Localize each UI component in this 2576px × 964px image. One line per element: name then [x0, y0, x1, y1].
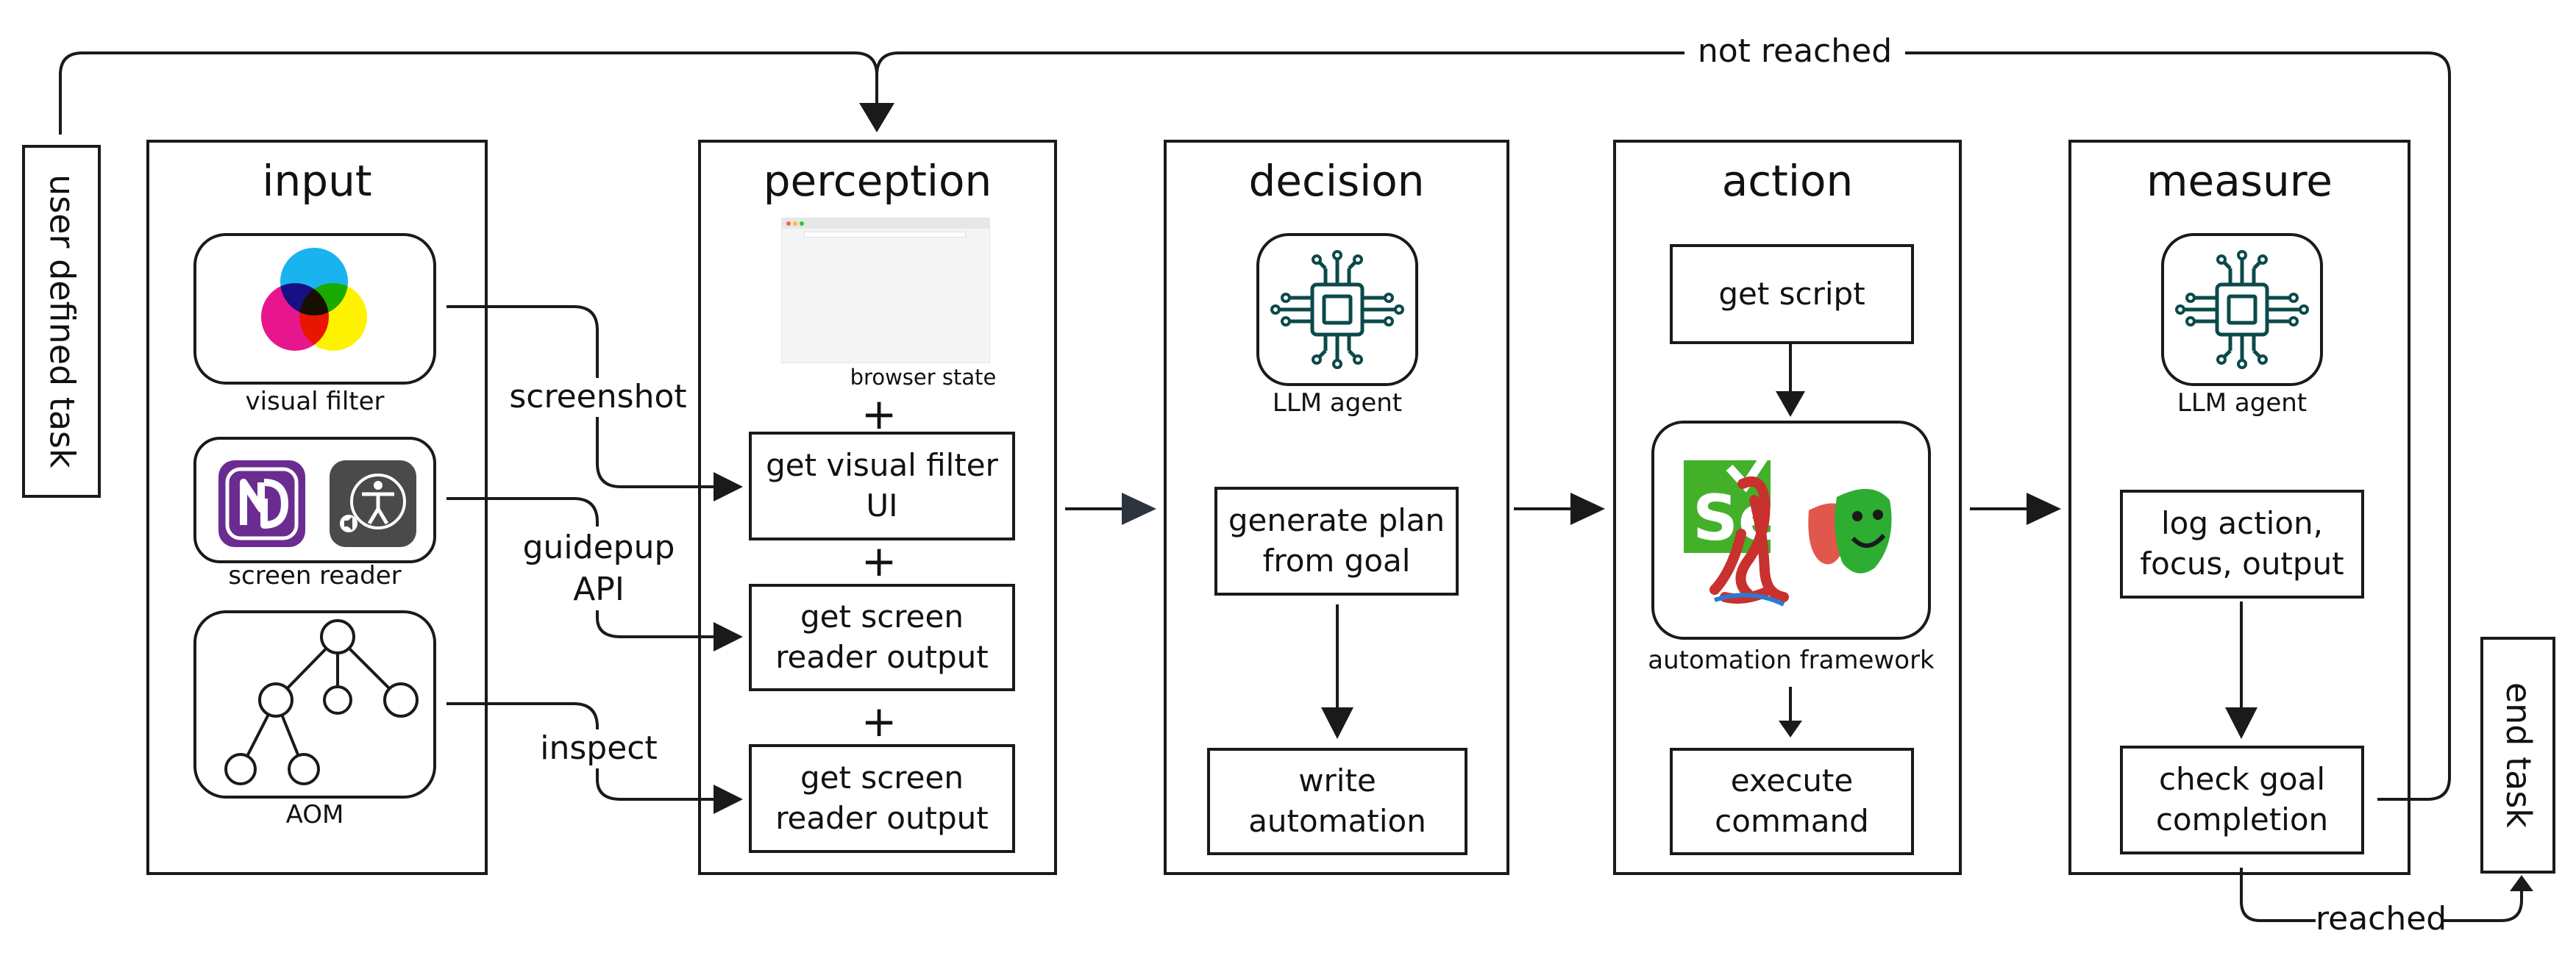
execute-command-step: execute command [1670, 748, 1914, 855]
loop-not-reached [875, 51, 2451, 801]
measure-title: measure [2146, 156, 2333, 206]
perception-panel: perception [698, 140, 1057, 875]
user-defined-task-label: user defined task [42, 174, 82, 468]
automation-framework-card: Se [1651, 421, 1931, 640]
arrowhead [859, 103, 894, 132]
action-panel: action [1613, 140, 1962, 875]
window-dot-icon [793, 221, 797, 226]
get-screen-reader-output-step-2: get screen reader output [749, 744, 1015, 853]
arrowhead [1321, 707, 1353, 739]
action-title: action [1721, 156, 1854, 206]
nvda-icon [218, 460, 305, 547]
arrowhead [2027, 493, 2061, 525]
step-label: write automation [1248, 763, 1426, 839]
decision-agent-caption: LLM agent [1272, 388, 1403, 418]
reached-label: reached [2316, 900, 2447, 939]
arrowhead [2510, 875, 2533, 891]
window-dot-icon [800, 221, 804, 226]
chip-icon [1270, 250, 1404, 369]
automation-framework-caption: automation framework [1648, 646, 1935, 675]
browser-window-thumbnail [781, 218, 990, 363]
step-label: execute command [1715, 763, 1869, 839]
step-label: generate plan from goal [1228, 502, 1445, 579]
chip-icon [2175, 250, 2309, 369]
step-label: check goal completion [2155, 761, 2329, 838]
arrowhead [1779, 721, 1802, 738]
plus-sign: + [861, 389, 897, 439]
step-label: get visual filter UI [766, 447, 998, 524]
get-screen-reader-output-step: get screen reader output [749, 584, 1015, 691]
loop-user-to-perception [59, 51, 878, 135]
color-circles-icon [261, 248, 367, 351]
screen-reader-caption: screen reader [228, 561, 402, 590]
aom-caption: AOM [285, 800, 344, 829]
arrowhead [1570, 493, 1605, 525]
llm-agent-card-measure [2161, 233, 2323, 386]
edge-label-screenshot: screenshot [508, 378, 689, 417]
automation-logos-icon: Se [1684, 447, 1892, 607]
screen-reader-card [193, 437, 436, 563]
edge-label-guidepup: guidepup API [515, 526, 683, 611]
user-defined-task-box: user defined task [22, 145, 101, 498]
input-title: input [262, 156, 372, 206]
address-bar [804, 232, 966, 238]
measure-panel: measure [2068, 140, 2410, 875]
end-task-box: end task [2480, 637, 2555, 874]
input-panel: input [146, 140, 488, 875]
step-label: log action, focus, output [2140, 505, 2344, 582]
get-visual-filter-ui-step: get visual filter UI [749, 432, 1015, 540]
arrowhead [1122, 493, 1156, 525]
visual-filter-caption: visual filter [245, 387, 385, 416]
aom-card [193, 610, 436, 799]
arrowhead [714, 472, 743, 501]
tree-graph-icon [224, 619, 419, 785]
window-dot-icon [786, 221, 791, 226]
plus-sign: + [861, 696, 897, 746]
get-script-step: get script [1670, 244, 1914, 344]
plus-sign: + [861, 536, 897, 586]
check-goal-completion-step: check goal completion [2120, 746, 2364, 854]
llm-agent-card [1256, 233, 1418, 386]
step-label: get screen reader output [775, 599, 989, 675]
visual-filter-card [193, 233, 436, 385]
step-label: get script [1718, 275, 1865, 312]
log-action-step: log action, focus, output [2120, 490, 2364, 599]
decision-panel: decision [1164, 140, 1509, 875]
step-label: get screen reader output [775, 760, 989, 836]
arrowhead [714, 785, 743, 814]
decision-title: decision [1248, 156, 1425, 206]
edge-label-inspect: inspect [525, 729, 672, 768]
not-reached-label: not reached [1684, 32, 1905, 71]
end-task-label: end task [2498, 682, 2538, 829]
browser-toolbar [782, 218, 989, 229]
write-automation-step: write automation [1207, 748, 1467, 855]
voiceover-accessibility-icon [330, 460, 416, 547]
browser-state-caption: browser state [850, 365, 997, 390]
arrowhead [2225, 707, 2257, 739]
arrowhead [1776, 391, 1805, 417]
measure-agent-caption: LLM agent [2177, 388, 2308, 418]
perception-title: perception [763, 156, 992, 206]
generate-plan-step: generate plan from goal [1214, 487, 1459, 596]
arrowhead [714, 622, 743, 651]
